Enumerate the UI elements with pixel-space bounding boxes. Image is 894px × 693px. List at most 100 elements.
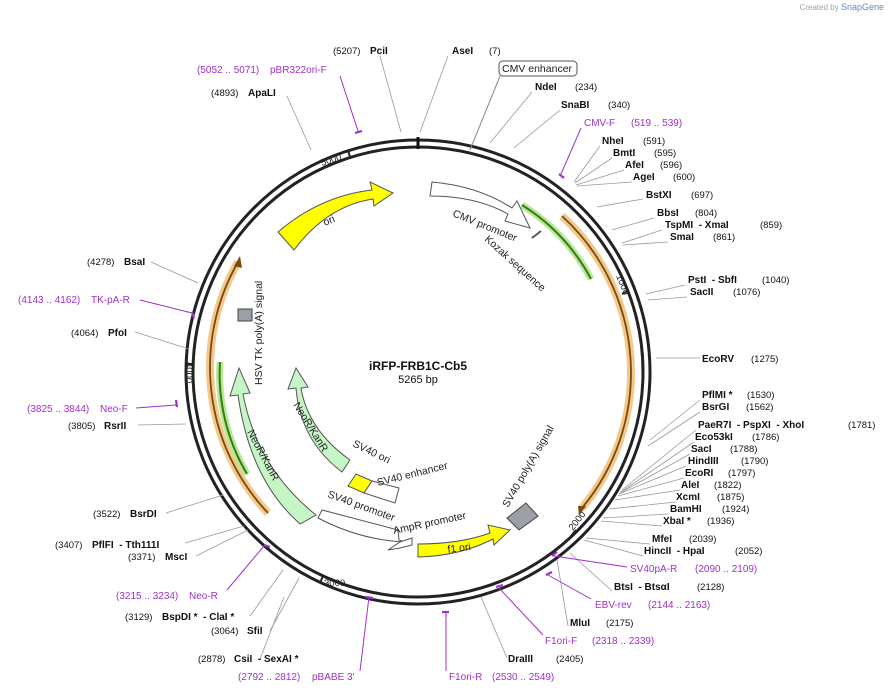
- neor-kanr-arrow-outer: [229, 366, 317, 525]
- hsv-tk-polya-box: [237, 308, 253, 322]
- site-name-xcmi: XcmI: [676, 492, 700, 503]
- site-pos-pflmi: (1530): [747, 390, 774, 401]
- site-pos-eco53ki: (1786): [752, 432, 779, 443]
- site-pos-draiii: (2405): [556, 654, 583, 665]
- site-name-ndei: NdeI: [535, 82, 557, 93]
- site-name-eco53ki: Eco53kI: [695, 432, 733, 443]
- site-pos-afei: (596): [660, 160, 682, 171]
- leader-alei: [614, 489, 681, 501]
- leader-sfii: [269, 577, 300, 632]
- ori-arrow: [277, 181, 394, 251]
- leader-xbai: [600, 520, 663, 527]
- site-name-asei: AseI: [452, 46, 473, 57]
- primer-bar-f1ori-f: [495, 583, 504, 589]
- primer-name-ebv-rev: EBV-rev: [595, 600, 632, 611]
- site-name-ecori: EcoRI: [685, 468, 714, 479]
- site-pos-ecorv: (1275): [751, 354, 778, 365]
- site-pos-msci: (3371): [128, 552, 155, 563]
- outer-feature-arcs: [206, 202, 635, 516]
- site-name-mlui: MluI: [570, 618, 590, 629]
- leader-mfei: [585, 537, 651, 545]
- tick-3000: [319, 575, 324, 584]
- primer-bar-sv40pa-r: [551, 551, 558, 557]
- site-pos-snabi: (340): [608, 100, 630, 111]
- feature-label-f1-ori: f1 ori: [447, 541, 472, 556]
- sv40-promoter-arrow: [317, 509, 406, 543]
- tick-5000: [347, 149, 351, 158]
- leader-nhei: [573, 145, 601, 183]
- site-name-xbai: XbaI *: [663, 516, 691, 527]
- primer-bar-pbabe3: [365, 595, 374, 600]
- site-name-csii-sexai: CsiI - SexAI *: [234, 654, 299, 665]
- tick-label-3000: 3000: [324, 578, 345, 589]
- plasmid-length: 5265 bp: [398, 374, 438, 386]
- site-pos-pfoi: (4064): [71, 328, 98, 339]
- orf-arc-right: [561, 215, 632, 509]
- site-pos-xcmi: (1875): [717, 492, 744, 503]
- leader-paer7i: [621, 429, 697, 491]
- feature-label-hsv-tk-polya: HSV TK poly(A) signal: [253, 281, 265, 385]
- site-name-paer7i: PaeR7I - PspXI - XhoI: [698, 420, 804, 431]
- site-name-bsai: BsaI: [124, 257, 145, 268]
- site-pos-nhei: (591): [643, 136, 665, 147]
- site-pos-psti-sbfi: (1040): [762, 275, 789, 286]
- site-name-pflfi-tth111i: PflFI - Tth111I: [92, 540, 159, 551]
- neor-kanr-arrow-inner: [287, 366, 351, 473]
- green-arc-left: [218, 361, 248, 475]
- primer-name-pbabe3: pBABE 3': [312, 672, 355, 683]
- leader-bbsi: [611, 217, 655, 231]
- site-name-saci: SacI: [691, 444, 712, 455]
- orf-arc-left: [209, 261, 269, 514]
- leader-rsrii: [137, 423, 187, 426]
- feature-label-ampr-promoter: AmpR promoter: [392, 510, 467, 537]
- primer-bar-ebv-rev: [545, 571, 553, 576]
- primer-bar-tk-pa-r: [190, 311, 196, 319]
- site-name-bstxi: BstXI: [646, 190, 672, 201]
- primer-range-tk-pa-r: (4143 .. 4162): [18, 295, 80, 306]
- pleader-neo-f: [135, 404, 177, 409]
- leader-mlui: [556, 559, 569, 627]
- site-pos-alei: (1822): [714, 480, 741, 491]
- pleader-tk-pa-r: [139, 299, 193, 314]
- leader-draiii: [480, 596, 508, 659]
- primer-bar-neo-r: [263, 543, 271, 549]
- site-name-psti-sbfi: PstI - SbfI: [688, 275, 737, 286]
- feature-label-sv40-ori: SV40 ori: [351, 438, 392, 466]
- pleader-f1ori-f: [498, 587, 544, 636]
- site-name-bsrgi: BsrGI: [702, 402, 729, 413]
- site-name-mfei: MfeI: [652, 534, 672, 545]
- site-name-msci: MscI: [165, 552, 187, 563]
- leader-msci: [195, 529, 249, 557]
- site-pos-saci: (1788): [730, 444, 757, 455]
- leader-snabi: [513, 109, 561, 149]
- tick-label-5000: 5000: [320, 152, 344, 169]
- cmv-promoter-arrow: [429, 181, 531, 229]
- primer-range-neo-r: (3215 .. 3234): [116, 591, 178, 602]
- leader-bamhi: [602, 513, 669, 519]
- primer-bars: [174, 129, 565, 614]
- site-name-alei: AleI: [681, 480, 700, 491]
- site-pos-smai: (861): [713, 232, 735, 243]
- orf-arc-left-head: [234, 256, 242, 268]
- site-name-draiii: DraIII: [508, 654, 533, 665]
- leader-bspdi: [249, 569, 284, 617]
- leader-hincii: [583, 539, 644, 557]
- cmv-enhancer-box: [498, 60, 578, 77]
- feature-arrows: [229, 181, 542, 558]
- tick-2000: [570, 529, 577, 537]
- leader-asei: [419, 55, 449, 133]
- site-name-nhei: NheI: [602, 136, 624, 147]
- site-name-smai: SmaI: [670, 232, 694, 243]
- site-name-ecorv: EcoRV: [702, 354, 734, 365]
- primer-range-neo-f: (3825 .. 3844): [27, 404, 89, 415]
- site-name-bsrdi: BsrDI: [130, 509, 157, 520]
- plasmid-name: iRFP-FRB1C-Cb5: [369, 359, 467, 373]
- leader-apali: [286, 95, 312, 151]
- leader-pcii: [379, 55, 402, 133]
- credit-prefix: Created by: [799, 3, 839, 12]
- leader-xcmi: [608, 501, 677, 510]
- feature-label-neor-inner: NeoR/KanR: [290, 400, 330, 454]
- sv40-enhancer-box: [363, 480, 400, 504]
- primer-bar-pbr322ori-f: [354, 129, 363, 135]
